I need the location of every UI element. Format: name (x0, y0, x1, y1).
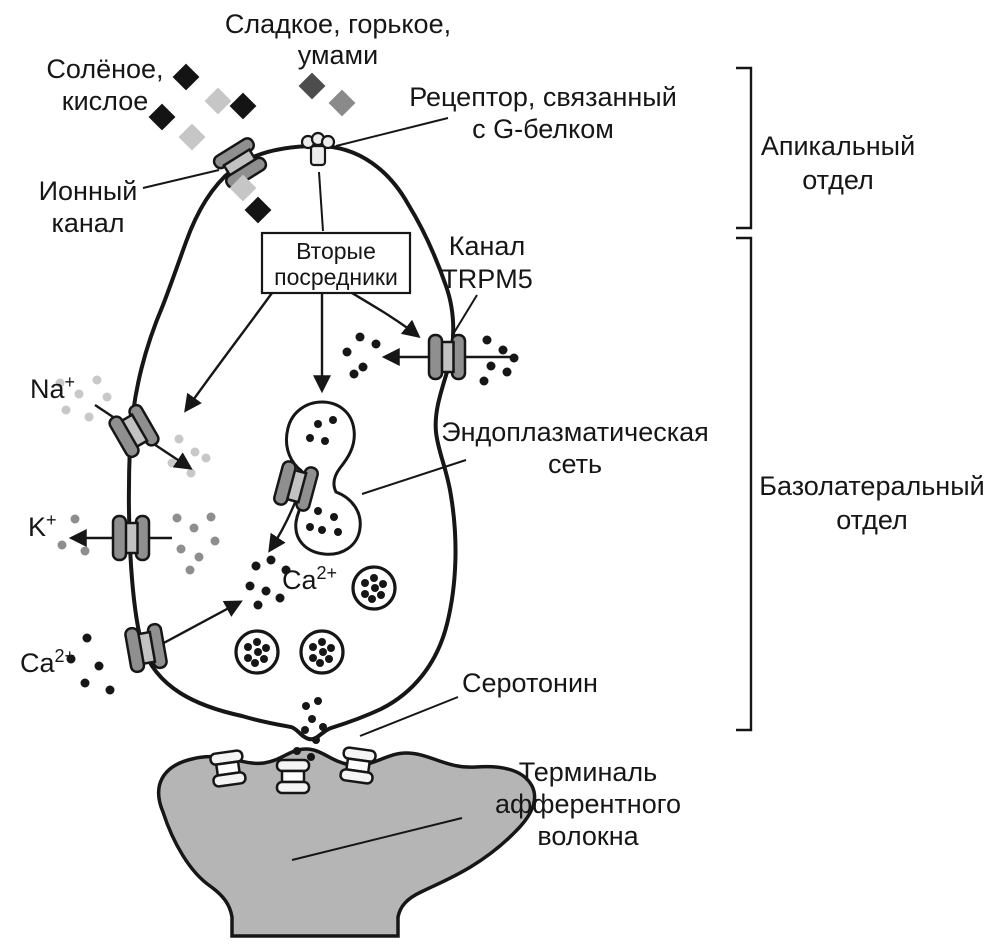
basolateral-bracket (736, 236, 753, 732)
na-outside-dots (55, 375, 112, 422)
leader-lines (142, 117, 478, 861)
label-trpm5-1: Канал (449, 231, 525, 261)
messengers-to-na-arrow (184, 292, 273, 413)
trpm5-channel-icon (427, 333, 467, 381)
ion-channel-leader (142, 169, 220, 189)
label-terminal-2: афферентного (495, 789, 681, 819)
serotonin-leader (359, 696, 459, 737)
label-na-ion: Na+ (30, 372, 75, 404)
er-calcium-dots (306, 416, 342, 536)
diamond-icon (229, 92, 257, 120)
diamond-icon (298, 72, 326, 100)
label-ca-ion-cytosol: Ca2+ (282, 563, 337, 595)
ca-influx-arrow (159, 600, 243, 647)
er-release-arrow (268, 499, 298, 553)
k-inside-dots (172, 512, 220, 575)
label-ion-channel-2: канал (51, 208, 124, 238)
diamond-icon (204, 87, 232, 115)
label-apical-1: Апикальный (761, 131, 915, 161)
label-er-2: сеть (548, 449, 602, 479)
vesicle-icon (351, 565, 397, 611)
apical-bracket (736, 66, 753, 230)
label-terminal-1: Терминаль (519, 757, 657, 787)
label-sweet-bitter-umami-1: Сладкое, горькое, (225, 9, 451, 39)
k-outside-dots (57, 514, 90, 556)
gpcr-to-messengers-line (318, 171, 324, 232)
synaptic-receptor-icon (275, 758, 311, 795)
trpm5-leader (451, 294, 478, 337)
vesicle-icon (299, 629, 345, 675)
k-channel-icon (111, 514, 151, 562)
label-ca-ion-left: Ca2+ (20, 646, 75, 678)
trpm5-outside-dots (479, 335, 519, 386)
cytosol-calcium-dots (245, 555, 291, 610)
vesicle-icon (234, 629, 280, 675)
label-sweet-bitter-umami-2: умами (298, 40, 378, 70)
diamond-icon (172, 63, 200, 91)
label-serotonin: Серотонин (462, 668, 598, 698)
gpcr-leader (335, 117, 449, 147)
label-second-messengers-1: Вторые (296, 238, 376, 264)
trpm5-inside-dots (342, 332, 381, 379)
diamond-icon (148, 103, 176, 131)
er-leader (361, 459, 467, 495)
label-gpcr-1: Рецептор, связанный (409, 82, 677, 112)
label-basolateral-2: отдел (836, 505, 908, 535)
label-trpm5-2: TRPM5 (441, 264, 533, 294)
label-salty-sour-2: кислое (62, 86, 148, 116)
label-k-ion: K+ (28, 510, 57, 542)
afferent-terminal-shape (156, 747, 537, 938)
label-apical-2: отдел (802, 165, 874, 195)
label-gpcr-2: с G-белком (472, 114, 614, 144)
label-ion-channel-1: Ионный (39, 176, 138, 206)
diamond-icon (328, 89, 356, 117)
label-er-1: Эндоплазматическая (441, 417, 709, 447)
label-salty-sour-1: Солёное, (46, 54, 163, 84)
er-shape (284, 400, 362, 556)
ca-outside-dots (66, 633, 115, 695)
label-second-messengers-2: посредники (274, 264, 398, 290)
diamond-icon (178, 123, 206, 151)
terminal-leader (291, 817, 463, 861)
serotonin-dots (293, 697, 327, 761)
label-basolateral-1: Базолатеральный (759, 471, 984, 501)
second-messengers-box (260, 231, 412, 295)
label-terminal-3: волокна (537, 821, 639, 851)
messengers-to-trpm5-arrow (351, 291, 421, 339)
